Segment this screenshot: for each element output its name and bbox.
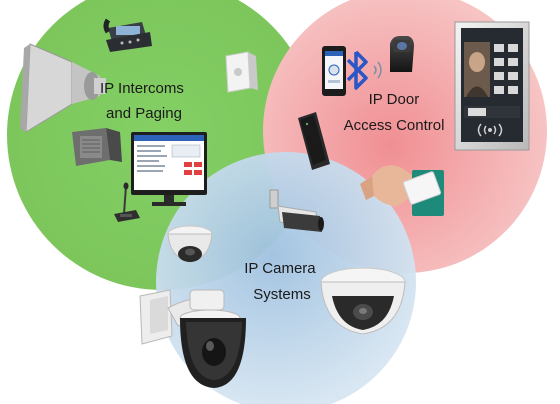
mini-dome-camera-icon bbox=[167, 225, 213, 263]
bluetooth-icon bbox=[346, 50, 382, 90]
video-door-station-icon bbox=[454, 21, 530, 151]
hand-with-card-icon bbox=[360, 165, 444, 216]
dome-camera-icon bbox=[320, 267, 406, 335]
door-access-label-line2: Access Control bbox=[344, 117, 445, 134]
desk-phone-icon bbox=[103, 18, 152, 52]
camera-label-line1: IP Camera bbox=[244, 260, 316, 277]
intercoms-label-line2: and Paging bbox=[106, 105, 182, 122]
camera-label: IP Camera Systems bbox=[244, 260, 320, 303]
paging-microphone-icon bbox=[114, 182, 140, 222]
ptz-camera-icon bbox=[139, 289, 246, 388]
door-access-label-line1: IP Door bbox=[369, 91, 420, 108]
smartphone-icon bbox=[322, 46, 346, 96]
slim-card-reader-icon bbox=[298, 112, 330, 170]
card-reader-icon bbox=[390, 36, 414, 72]
wall-speaker-box-icon bbox=[72, 128, 122, 166]
door-access-label: IP Door Access Control bbox=[344, 91, 445, 134]
ceiling-speaker-icon bbox=[225, 51, 258, 93]
horn-speaker-icon bbox=[20, 43, 106, 133]
intercoms-label: IP Intercoms and Paging bbox=[100, 80, 188, 122]
camera-label-line2: Systems bbox=[253, 286, 311, 303]
intercoms-label-line1: IP Intercoms bbox=[100, 80, 184, 97]
bullet-camera-icon bbox=[269, 189, 324, 232]
paging-monitor-icon bbox=[131, 132, 207, 206]
